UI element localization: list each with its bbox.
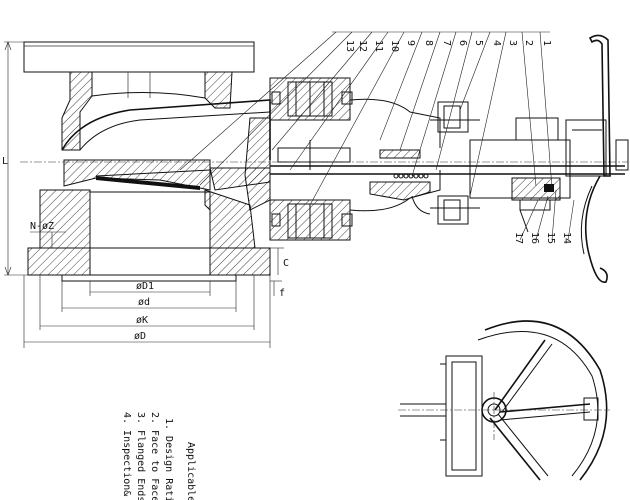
- dim-L: L: [2, 156, 8, 167]
- part-number-2: 2: [523, 40, 534, 46]
- svg-text:6: 6: [457, 40, 468, 46]
- svg-text:2: 2: [523, 40, 534, 46]
- part-number-12: 12: [357, 40, 368, 52]
- part-number-14: 14: [561, 232, 572, 244]
- specification-notes: Applicable S 1. Design Rating: 2. Face t…: [121, 412, 196, 500]
- svg-text:1: 1: [541, 40, 552, 46]
- part-number-1: 1: [541, 40, 552, 46]
- svg-text:9: 9: [405, 40, 416, 46]
- handwheel-end-view: [398, 320, 610, 481]
- part-number-5: 5: [473, 40, 484, 46]
- dim-K: øK: [136, 315, 148, 326]
- svg-text:3: 3: [507, 40, 518, 46]
- part-number-3: 3: [507, 40, 518, 46]
- svg-text:12: 12: [357, 40, 368, 52]
- notes-heading: Applicable S: [185, 442, 196, 500]
- svg-text:14: 14: [561, 232, 572, 244]
- part-number-11: 11: [373, 40, 384, 52]
- bonnet-bolts-top: [269, 77, 353, 121]
- dim-D: øD: [134, 331, 146, 342]
- svg-text:15: 15: [545, 232, 556, 244]
- part-callouts: 13 12 11 10 9 8 7 6 5 4 3 2 1 17 16 15 1…: [179, 31, 575, 244]
- part-number-4: 4: [491, 40, 502, 46]
- dim-f: f: [279, 288, 285, 299]
- part-number-6: 6: [457, 40, 468, 46]
- part-number-16: 16: [529, 232, 540, 244]
- svg-text:16: 16: [529, 232, 540, 244]
- part-number-15: 15: [545, 232, 556, 244]
- svg-text:7: 7: [441, 40, 452, 46]
- bonnet-bolts-bottom: [269, 199, 353, 241]
- part-number-10: 10: [389, 40, 400, 52]
- note-line-4: 4. Inspection& Te: [121, 412, 132, 500]
- part-number-8: 8: [423, 40, 434, 46]
- valve-section-view: [20, 34, 629, 283]
- part-number-9: 9: [405, 40, 416, 46]
- dim-D1: øD1: [136, 281, 154, 292]
- svg-text:5: 5: [473, 40, 484, 46]
- dim-N-phiZ: N-øZ: [30, 221, 54, 232]
- note-line-3: 3. Flanged Ends:: [135, 412, 146, 500]
- dimension-lines: L C f N-øZ øD1 ød øK øD: [2, 41, 289, 348]
- part-number-13: 13: [344, 40, 355, 52]
- svg-text:17: 17: [513, 232, 524, 244]
- svg-text:4: 4: [491, 40, 502, 46]
- svg-text:8: 8: [423, 40, 434, 46]
- dim-d: ød: [138, 297, 150, 308]
- svg-text:13: 13: [344, 40, 355, 52]
- part-number-7: 7: [441, 40, 452, 46]
- svg-text:11: 11: [373, 40, 384, 52]
- part-number-17: 17: [513, 232, 524, 244]
- svg-text:10: 10: [389, 40, 400, 52]
- dim-C: C: [283, 258, 289, 269]
- note-line-1: 1. Design Rating:: [163, 418, 174, 500]
- note-line-2: 2. Face to Face:: [149, 412, 160, 500]
